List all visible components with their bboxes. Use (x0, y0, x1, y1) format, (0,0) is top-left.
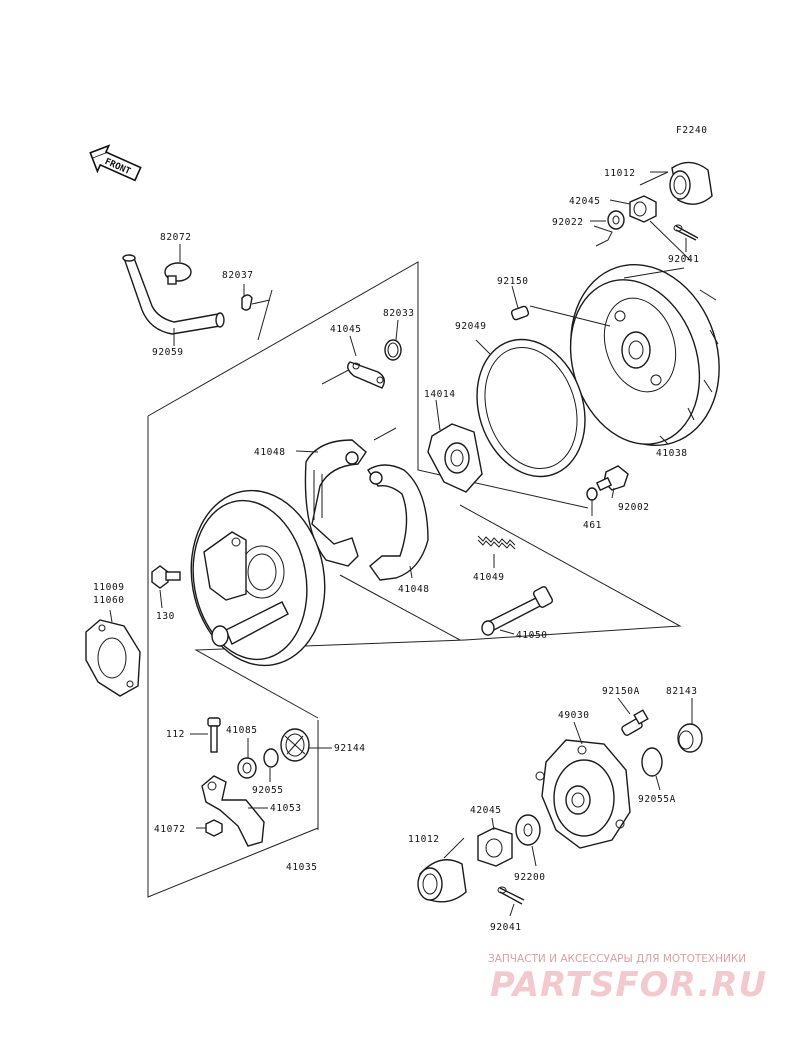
bolt-92150 (510, 305, 611, 327)
axle-nut-top (629, 195, 657, 223)
label-82143: 82143 (666, 686, 698, 697)
link-41045 (347, 361, 385, 389)
bolt-112 (207, 717, 221, 753)
label-41049: 41049 (473, 572, 505, 583)
oring-92055A (641, 747, 663, 777)
label-11012-top: 11012 (604, 168, 636, 179)
label-461: 461 (583, 520, 602, 531)
diagram-code: F2240 (676, 125, 708, 136)
label-92200: 92200 (514, 872, 546, 883)
label-92002: 92002 (618, 502, 650, 513)
label-49030: 49030 (558, 710, 590, 721)
label-41035: 41035 (286, 862, 318, 873)
bolt-92002 (595, 465, 629, 492)
spring-41049 (477, 535, 516, 550)
collar-82143 (677, 723, 703, 753)
label-92041-bottom: 92041 (490, 922, 522, 933)
label-130: 130 (156, 611, 175, 622)
label-92041-top: 92041 (668, 254, 700, 265)
label-41085: 41085 (226, 725, 258, 736)
label-11009: 11009 (93, 582, 125, 593)
label-11060: 11060 (93, 595, 125, 606)
label-42045-top: 42045 (569, 196, 601, 207)
brake-shoe-upper (304, 439, 367, 567)
circlip-82033 (384, 339, 402, 361)
nut-41072 (205, 819, 223, 837)
watermark: ЗАПЧАСТИ И АКСЕССУАРЫ ДЛЯ МОТОТЕХНИКИ PA… (488, 953, 767, 1005)
oring-92055 (263, 748, 279, 768)
leader-lines (109, 171, 693, 917)
label-42045-bottom: 42045 (470, 805, 502, 816)
breather-hose (122, 254, 225, 335)
brake-panel (190, 489, 326, 667)
axle-nut-bottom (477, 827, 513, 867)
gasket-11009 (85, 619, 141, 697)
label-41038: 41038 (656, 448, 688, 459)
label-41048-b: 41048 (398, 584, 430, 595)
label-41050: 41050 (516, 630, 548, 641)
washer-92200 (515, 814, 541, 846)
bolt-92150A (621, 709, 649, 736)
label-92059: 92059 (152, 347, 184, 358)
label-41048-a: 41048 (254, 447, 286, 458)
clip-82037 (241, 289, 273, 341)
label-41072: 41072 (154, 824, 186, 835)
label-41053: 41053 (270, 803, 302, 814)
watermark-brand: PARTSFOR.RU (490, 965, 767, 1005)
assembly-outline (147, 261, 682, 898)
brake-drum (569, 264, 720, 446)
label-41045: 41045 (330, 324, 362, 335)
part-labels: 11012 42045 92022 92041 92150 92049 8207… (93, 168, 700, 933)
hub-cap-top (669, 161, 713, 205)
brake-shoe-lower (367, 464, 429, 581)
label-112: 112 (166, 729, 185, 740)
bolt-130 (151, 565, 181, 589)
seal-92144 (280, 728, 310, 762)
label-82037: 82037 (222, 270, 254, 281)
label-92144: 92144 (334, 743, 366, 754)
hose-clamp-82072 (164, 262, 192, 285)
hub-49030 (535, 739, 631, 849)
washer-461 (586, 487, 598, 501)
label-11012-bottom: 11012 (408, 834, 440, 845)
label-92055A: 92055A (638, 794, 676, 805)
hub-cap-bottom (417, 859, 467, 903)
seal-ring-92049 (476, 338, 586, 478)
washer-41085 (237, 757, 257, 779)
washer-top (607, 210, 625, 230)
label-92049: 92049 (455, 321, 487, 332)
cotter-pin-bottom (497, 886, 525, 905)
camshaft-41050 (481, 586, 554, 636)
label-92022: 92022 (552, 217, 584, 228)
watermark-tagline: ЗАПЧАСТИ И АКСЕССУАРЫ ДЛЯ МОТОТЕХНИКИ (488, 953, 746, 965)
front-arrow-icon: FRONT (89, 144, 142, 182)
label-14014: 14014 (424, 389, 456, 400)
label-92150A: 92150A (602, 686, 640, 697)
flange-14014 (427, 423, 483, 493)
cotter-pin-top (673, 224, 699, 241)
label-92150: 92150 (497, 276, 529, 287)
label-82072: 82072 (160, 232, 192, 243)
lever-41053 (201, 775, 265, 847)
label-82033: 82033 (383, 308, 415, 319)
label-92055: 92055 (252, 785, 284, 796)
